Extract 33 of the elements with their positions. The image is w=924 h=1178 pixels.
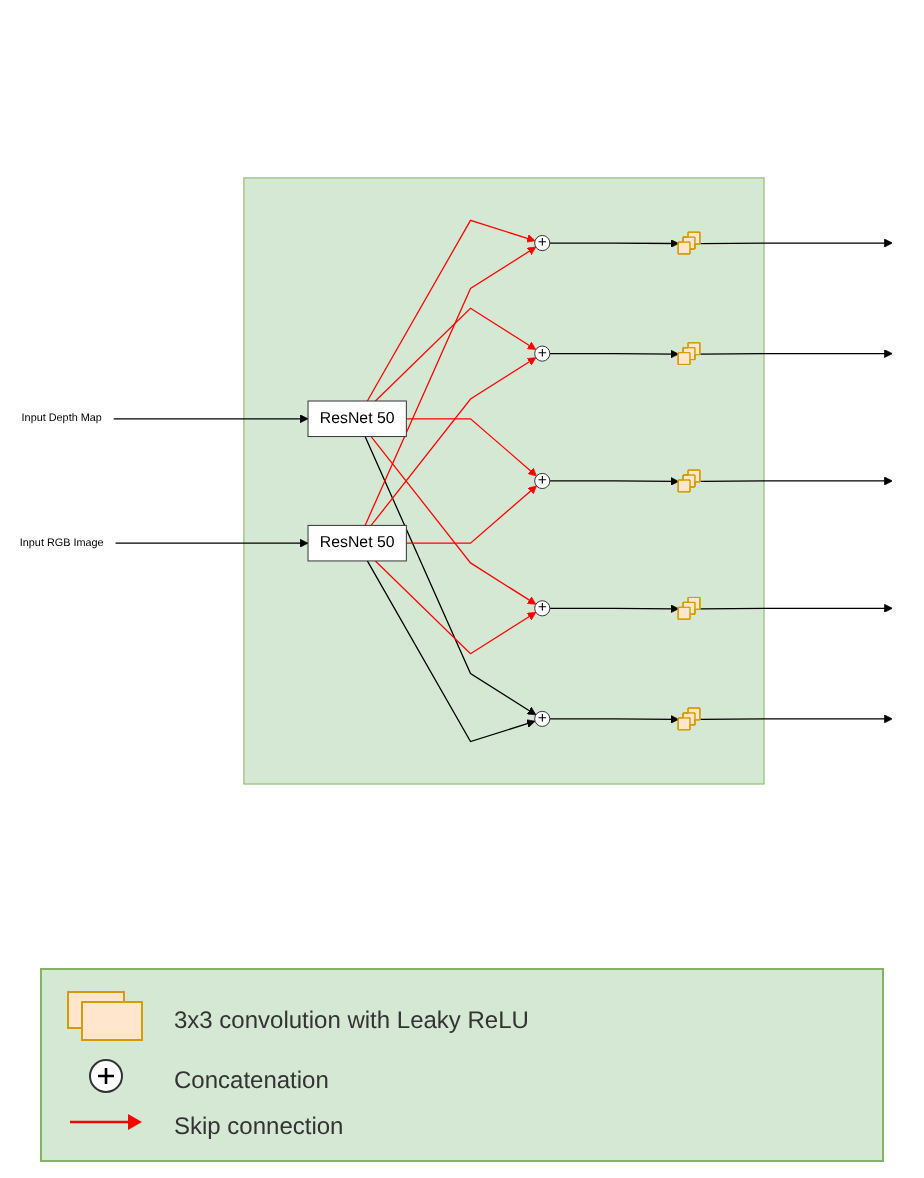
arrow <box>549 348 680 358</box>
arrow <box>366 559 536 742</box>
arrow <box>699 603 893 612</box>
arrow <box>405 417 537 476</box>
arrow <box>364 434 537 715</box>
arrow <box>549 603 680 613</box>
node-circle <box>534 344 551 361</box>
node-box <box>307 523 407 561</box>
arrow <box>113 413 309 423</box>
legend-label: Skip connection <box>174 1111 344 1139</box>
arrow <box>699 237 893 247</box>
arrow <box>699 713 893 723</box>
arrow <box>405 484 537 543</box>
arrow <box>699 348 893 357</box>
node-circle <box>534 709 551 726</box>
node-box <box>307 399 407 437</box>
cluster <box>243 176 765 784</box>
arrow <box>114 537 309 547</box>
node-circle <box>534 234 551 251</box>
arrow <box>699 475 893 485</box>
arrow <box>374 559 537 654</box>
arrow <box>549 238 680 247</box>
arrow <box>370 434 537 604</box>
legend-label: Concatenation <box>174 1065 329 1093</box>
arrow <box>366 218 536 401</box>
arrow <box>364 245 537 526</box>
arrow <box>374 306 537 401</box>
arrow <box>549 714 680 723</box>
arrow <box>549 476 680 485</box>
arrow <box>370 356 537 526</box>
legend-label: 3x3 convolution with Leaky ReLU <box>174 1005 529 1033</box>
node-circle <box>534 471 551 489</box>
node-circle <box>534 599 551 616</box>
